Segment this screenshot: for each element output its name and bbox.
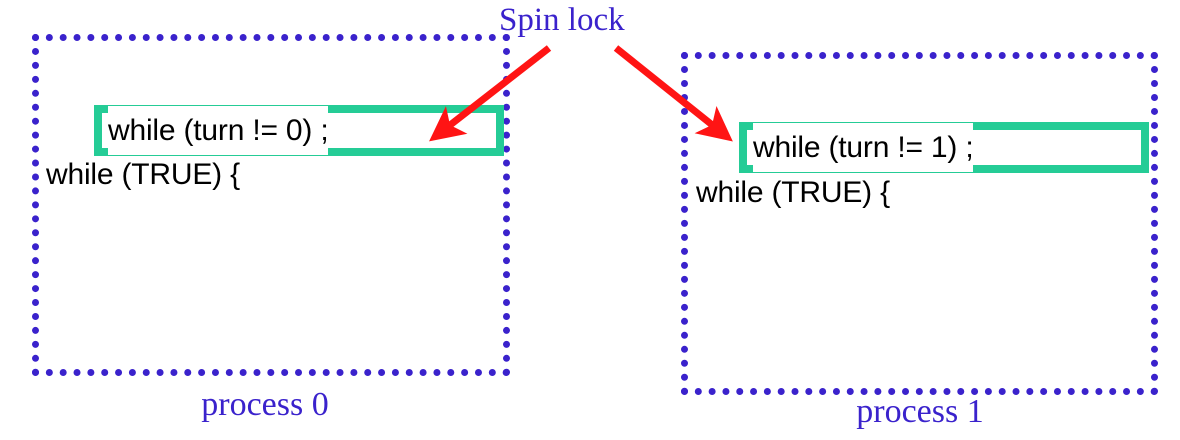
process-1-spinlock-line: while (turn != 1) ; (753, 123, 974, 172)
process-0-caption: process 0 (201, 386, 329, 423)
process-0-box (32, 34, 510, 376)
process-0-code-line-1: while (TRUE) { (46, 158, 240, 191)
process-1-caption: process 1 (856, 393, 984, 430)
process-1-box (681, 52, 1158, 395)
process-1-code-block: while (TRUE) { critical_region(); turn =… (696, 70, 987, 440)
spin-lock-label: Spin lock (499, 2, 625, 38)
process-1-code-line-1: while (TRUE) { (696, 176, 890, 209)
process-0-code-line-2-placeholder (46, 297, 337, 346)
process-0-code-block: while (TRUE) { critical_region(); turn =… (46, 52, 337, 440)
process-1-code-line-2-placeholder (696, 315, 987, 364)
process-0-spinlock-line: while (turn != 0) ; (108, 106, 329, 155)
